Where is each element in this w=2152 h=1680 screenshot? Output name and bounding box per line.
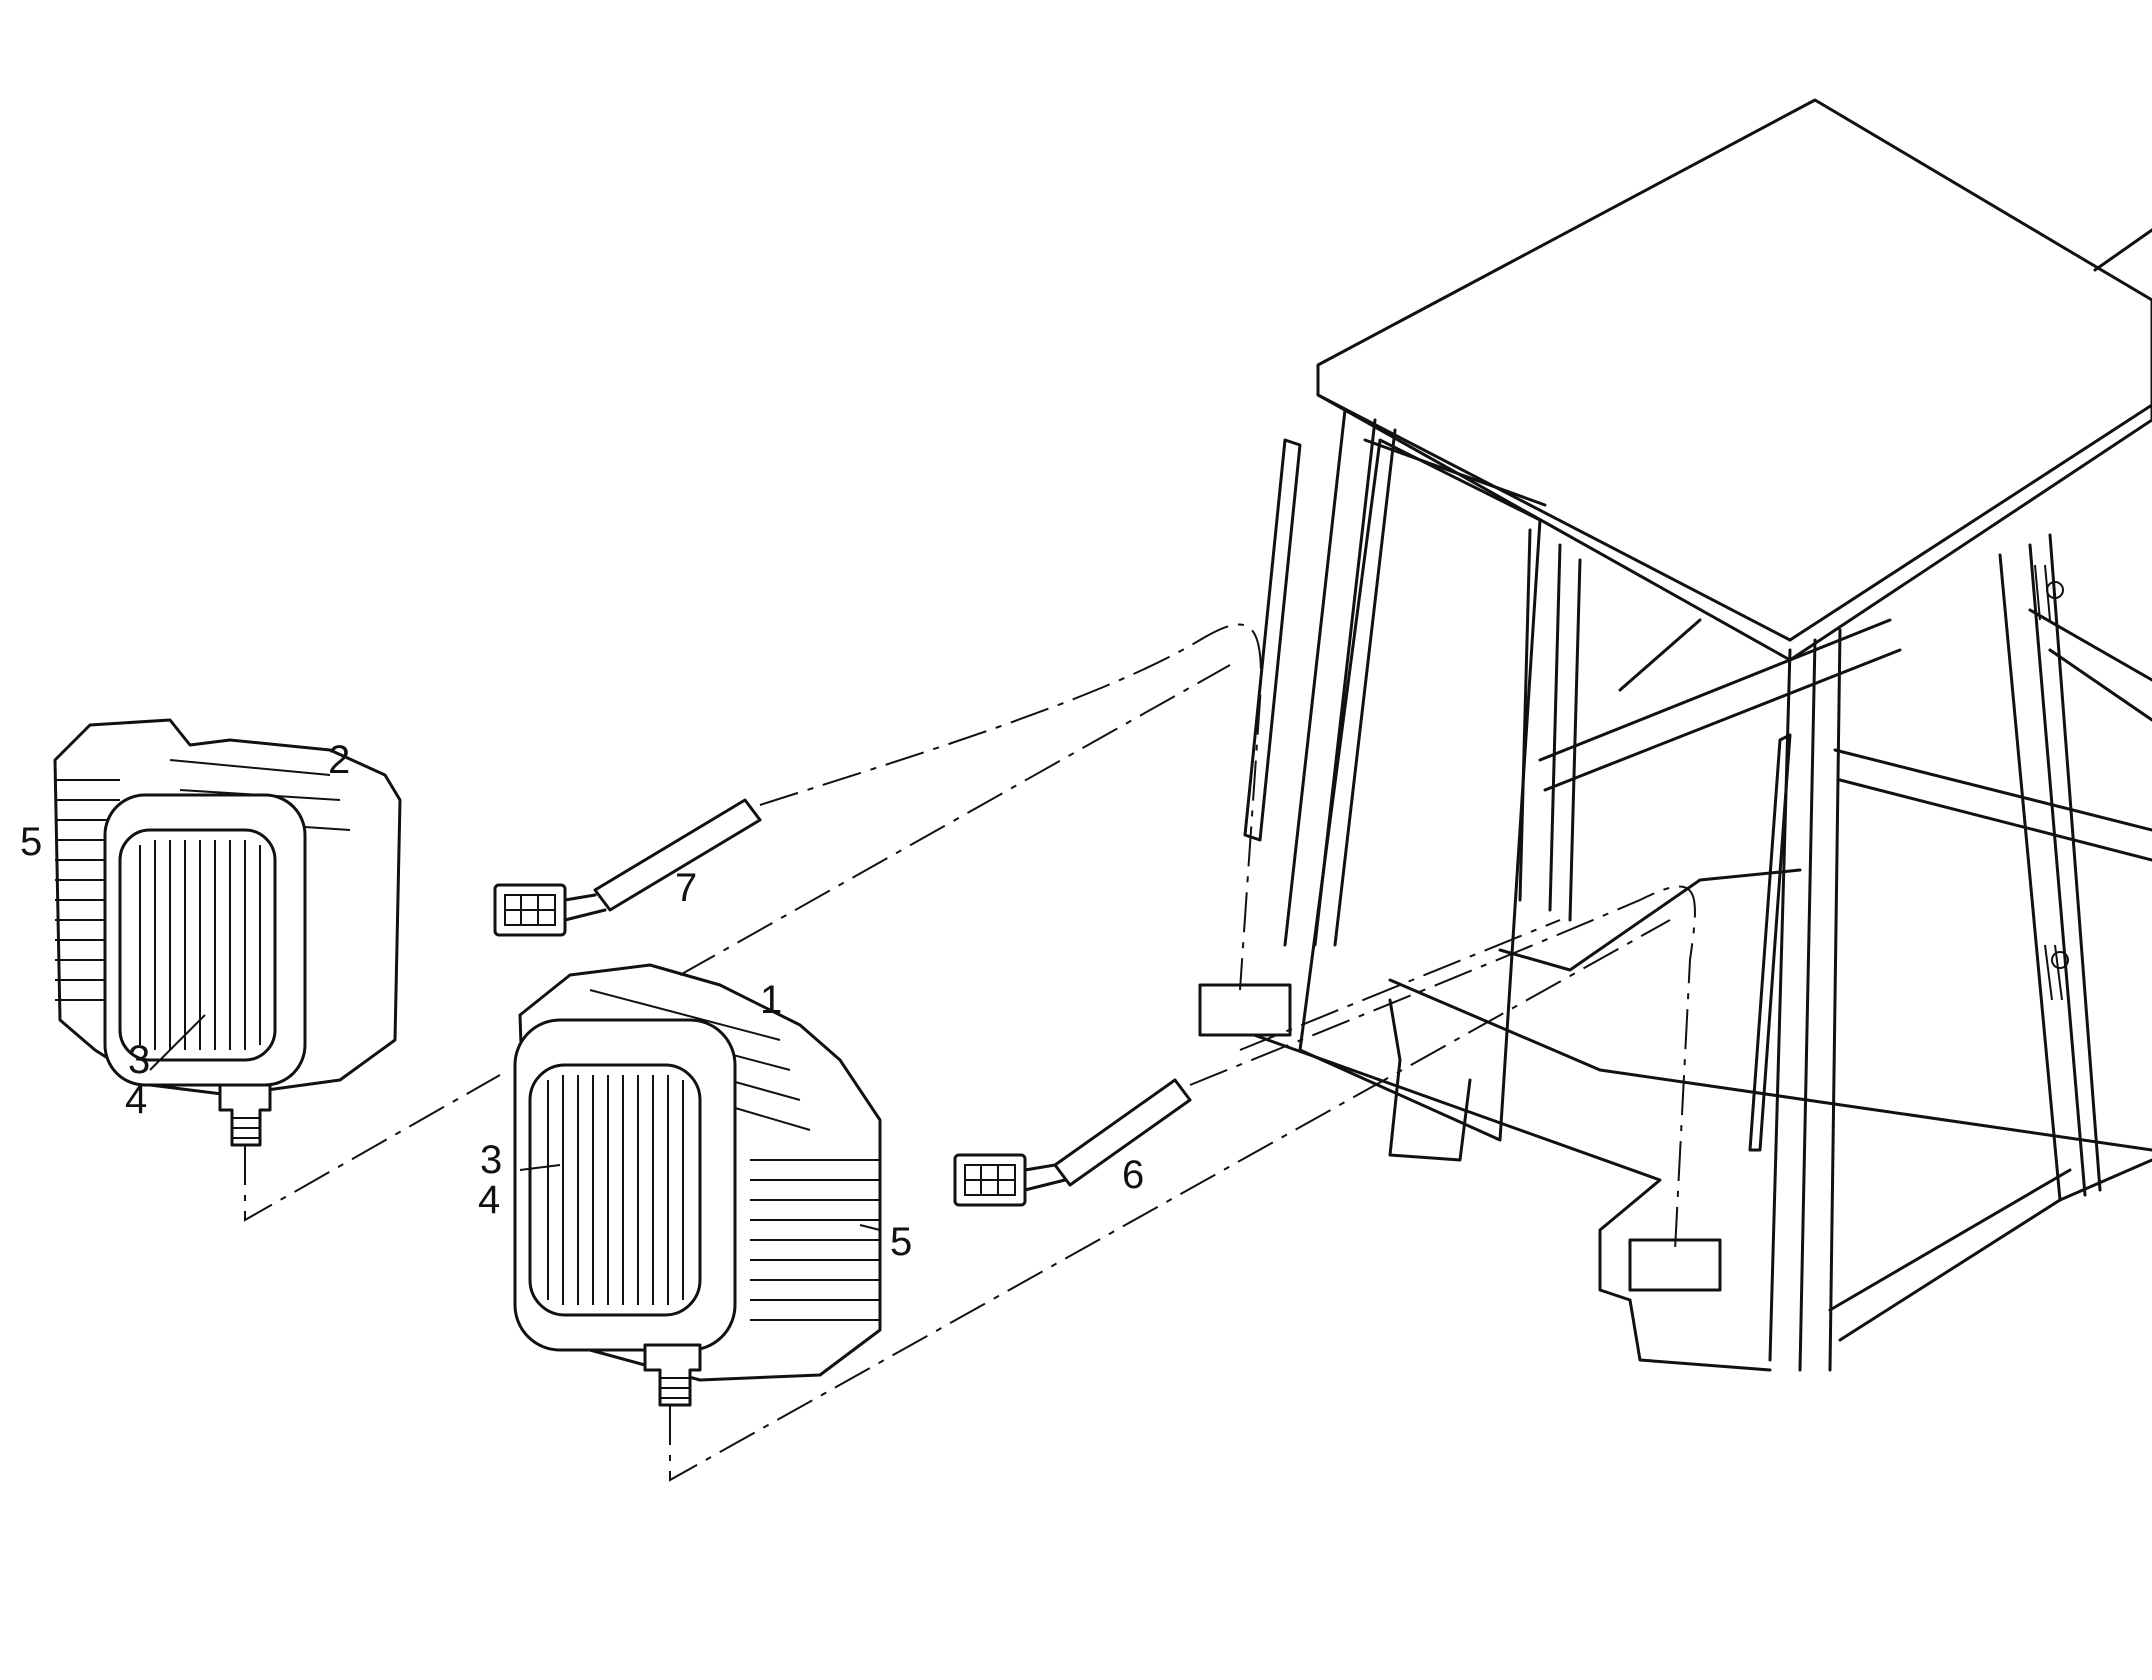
cab-lower-frame — [1238, 1028, 1772, 1372]
lamp1-stud — [643, 1343, 702, 1407]
lamp2-lens-ribs — [139, 840, 261, 1050]
work-lamp-2 — [53, 718, 402, 1147]
callout-5-left: 5 — [20, 820, 43, 864]
work-lamp-1 — [513, 963, 882, 1407]
operator-cab — [1198, 98, 2152, 1372]
harness7-sleeve — [593, 798, 762, 912]
callout-2: 2 — [328, 738, 351, 782]
callout-5-right: 5 — [890, 1220, 913, 1264]
callout-4-right: 4 — [478, 1178, 501, 1222]
callout-7: 7 — [675, 866, 698, 910]
cab-left-window — [1298, 438, 1542, 1142]
lamp1-fins — [750, 1159, 880, 1321]
lamp2-stud — [218, 1083, 272, 1147]
leader-lines — [149, 1014, 881, 1231]
mount-bracket-left — [1198, 983, 1292, 1037]
cab-post-left — [1283, 408, 1397, 947]
cab-post-inner — [1518, 528, 1582, 922]
lamp1-lens — [528, 1063, 702, 1317]
callout-3-left: 3 — [128, 1038, 151, 1082]
callout-3-right: 3 — [480, 1138, 503, 1182]
lamp2-fins — [55, 779, 120, 1001]
callout-4-left: 4 — [125, 1078, 148, 1122]
harness6-sleeve — [1053, 1078, 1192, 1187]
lamp1-lens-ribs — [547, 1075, 684, 1305]
assembly-lines — [244, 623, 1696, 1482]
callout-1: 1 — [760, 978, 783, 1022]
callout-6: 6 — [1122, 1153, 1145, 1197]
wiring-harness-7 — [493, 798, 762, 937]
mount-bracket-right — [1628, 1238, 1722, 1292]
wiring-harness-6 — [953, 1078, 1192, 1207]
cab-roof — [1316, 98, 2152, 662]
lamp2-lens — [118, 828, 277, 1062]
cab-post-right — [1998, 533, 2102, 1202]
